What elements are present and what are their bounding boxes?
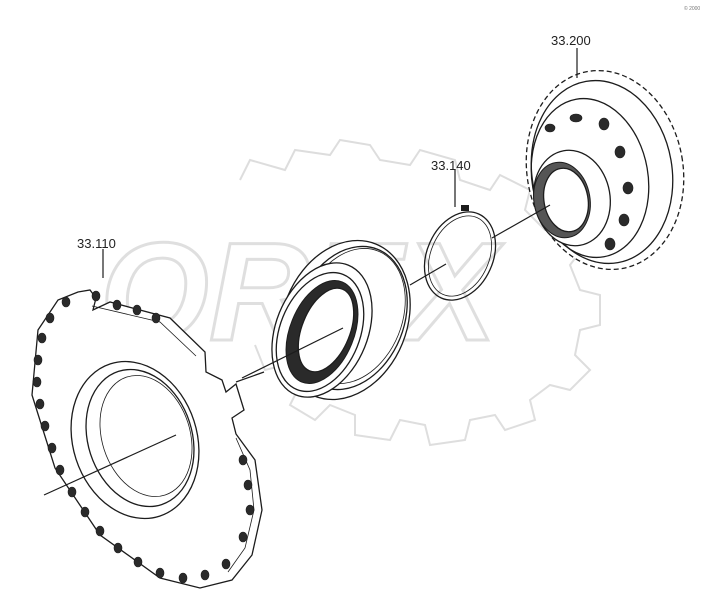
- label-33-140: 33.140: [431, 158, 471, 173]
- assembly-axis-lines: [43, 48, 578, 496]
- part-33-200-gear: [525, 69, 685, 271]
- part-seal-assembly: [271, 239, 411, 401]
- label-33-110: 33.110: [77, 236, 116, 251]
- label-33-200: 33.200: [551, 33, 591, 48]
- corner-mark: © 2000: [684, 6, 701, 12]
- part-33-140-snap-ring: [423, 205, 497, 301]
- part-33-110-cover: [31, 289, 263, 589]
